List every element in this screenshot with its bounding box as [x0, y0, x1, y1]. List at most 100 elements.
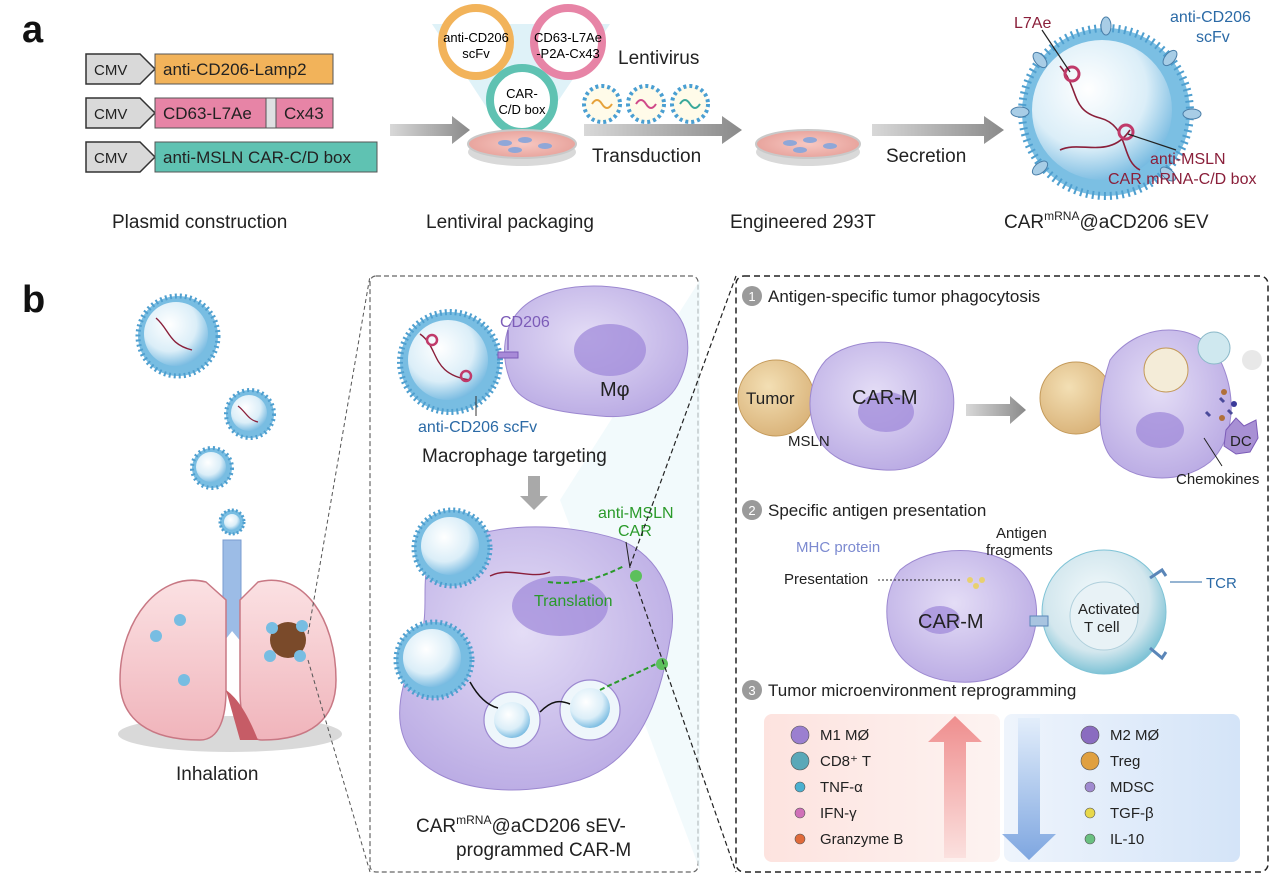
culture-dish-packaging — [467, 129, 577, 166]
carm-label-2: CAR-M — [918, 611, 984, 633]
lungs — [118, 539, 342, 752]
middle-caption-suffix: @aCD206 sEV- — [491, 816, 625, 837]
dc-cell — [1223, 417, 1259, 455]
caption-packaging: Lentiviral packaging — [426, 212, 594, 233]
presentation-label: Presentation — [784, 571, 868, 588]
msln-label: MSLN — [788, 433, 830, 450]
step-2-title: Specific antigen presentation — [768, 501, 986, 520]
down-factor-icon — [1084, 807, 1096, 819]
culture-dish-engineered — [755, 129, 861, 166]
middle-caption-sup: mRNA — [456, 813, 491, 827]
scfv-antibodies — [1010, 16, 1202, 182]
up-factor-item: TNF-α — [794, 779, 863, 796]
caption-car-suffix: @aCD206 sEV — [1079, 212, 1208, 233]
tumor-label: Tumor — [746, 389, 795, 408]
panel-b-letter: b — [22, 279, 45, 321]
step-3-number: 3 — [748, 683, 755, 698]
down-factor-item: Treg — [1080, 751, 1140, 771]
down-factor-item: IL-10 — [1084, 831, 1144, 848]
process-arrow-3 — [872, 116, 1004, 144]
ev-scfv-label-line1: anti-CD206 — [1170, 9, 1251, 26]
up-factor-item: IFN-γ — [794, 805, 857, 822]
car-label-line1: anti-MSLN — [598, 505, 674, 522]
cmv-label: CMV — [94, 62, 127, 79]
plasmid-label-line1: CD63-L7Ae — [534, 30, 602, 45]
down-factor-label: Treg — [1110, 753, 1140, 770]
up-factor-label: Granzyme B — [820, 831, 903, 848]
up-panel — [764, 714, 1000, 862]
plasmid-2: CD63-L7Ae -P2A-Cx43 — [530, 4, 606, 80]
down-factor-item: TGF-β — [1084, 805, 1154, 822]
step-3-header: 3 Tumor microenvironment reprogramming — [742, 680, 1076, 700]
construct-label: anti-MSLN CAR-C/D box — [163, 148, 351, 167]
plasmid-3: CAR- C/D box — [486, 64, 558, 136]
construct-box — [154, 97, 334, 129]
car-mrna-ev — [1010, 16, 1202, 200]
tcell-label-line2: T cell — [1084, 619, 1120, 636]
plasmid-label-line2: -P2A-Cx43 — [536, 46, 600, 61]
middle-caption-line1: CARmRNA@aCD206 sEV- — [416, 813, 626, 837]
up-factor-label: M1 MØ — [820, 727, 870, 744]
translation-label: Translation — [534, 593, 613, 610]
left-lung — [119, 579, 227, 741]
construct-extra-label: Cx43 — [284, 104, 324, 123]
down-factor-icon — [1080, 725, 1100, 745]
step-1-header: 1 Antigen-specific tumor phagocytosis — [742, 286, 1040, 306]
caption-car-sev: CARmRNA@aCD206 sEV — [1004, 209, 1209, 233]
up-factor-icon — [790, 725, 810, 745]
chemokines-pointer — [1203, 437, 1223, 467]
right-lung — [239, 579, 337, 741]
fragments-label-line1: Antigen — [996, 525, 1047, 542]
cmv-label: CMV — [94, 106, 127, 123]
lentivirus-label: Lentivirus — [618, 48, 699, 69]
cmv-label: CMV — [94, 150, 127, 167]
down-factor-label: MDSC — [1110, 779, 1154, 796]
mphi-label: Mφ — [600, 379, 630, 401]
up-factor-icon — [790, 751, 810, 771]
down-factor-label: M2 MØ — [1110, 727, 1160, 744]
construct-label: anti-CD206-Lamp2 — [163, 60, 307, 79]
cmv-promoter-arrow — [85, 53, 157, 85]
process-arrow-2 — [584, 116, 742, 144]
carm-programming-scene — [393, 507, 674, 791]
down-arrow-middle — [520, 476, 548, 510]
caption-car-sup: mRNA — [1044, 209, 1079, 223]
up-factor-label: CD8⁺ T — [820, 753, 871, 770]
carm-label-1: CAR-M — [852, 387, 918, 409]
down-arrow — [1002, 718, 1056, 860]
construct-2: CMV CD63-L7Ae Cx43 — [85, 97, 334, 129]
up-factor-item: CD8⁺ T — [790, 751, 871, 771]
down-factor-label: IL-10 — [1110, 831, 1144, 848]
transduction-label: Transduction — [592, 146, 701, 167]
car-label-line2: CAR — [618, 523, 652, 540]
plasmid-label-line1: CAR- — [506, 86, 538, 101]
down-factor-item: MDSC — [1084, 779, 1154, 796]
up-arrow — [928, 716, 982, 858]
caption-plasmid: Plasmid construction — [112, 212, 287, 233]
step-2-number: 2 — [748, 503, 755, 518]
down-panel — [1004, 714, 1240, 862]
construct-box — [154, 141, 378, 173]
inhalation-label: Inhalation — [176, 764, 258, 785]
p2a-spacer — [265, 97, 277, 129]
dc-label: DC — [1230, 433, 1252, 450]
step-2-header: 2 Specific antigen presentation — [742, 500, 986, 520]
zoom-line-top — [307, 275, 371, 635]
construct-1: CMV anti-CD206-Lamp2 — [85, 53, 334, 85]
presentation-scene — [886, 549, 1168, 683]
tumor-site — [270, 622, 306, 658]
construct-box — [154, 53, 334, 85]
up-factor-icon — [794, 833, 806, 845]
plasmid-label-line1: anti-CD206 — [443, 30, 509, 45]
panel-a-letter: a — [22, 9, 44, 51]
step1-arrow — [966, 396, 1026, 424]
plasmid-1: anti-CD206 scFv — [438, 4, 514, 80]
up-factor-item: M1 MØ — [790, 725, 870, 745]
chemokines-label: Chemokines — [1176, 471, 1259, 488]
ev-mrna-label-line2: CAR mRNA-C/D box — [1108, 171, 1256, 188]
caption-car-prefix: CAR — [1004, 212, 1044, 233]
down-factor-label: TGF-β — [1110, 805, 1154, 822]
